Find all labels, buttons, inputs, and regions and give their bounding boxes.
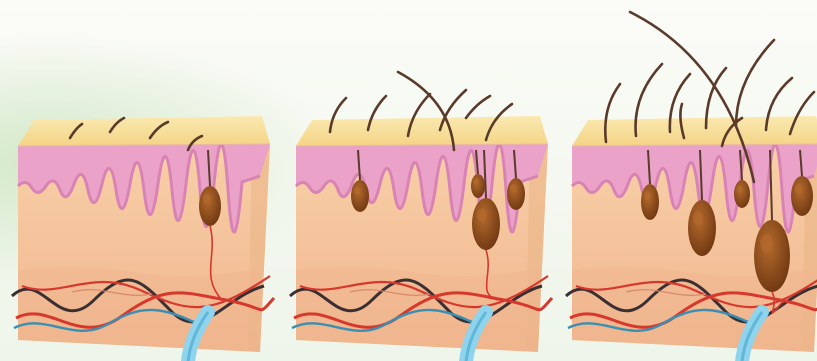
follicle-highlight <box>354 186 360 194</box>
hair-follicle <box>688 200 716 256</box>
follicle-highlight <box>737 186 743 193</box>
follicle-highlight <box>644 191 650 200</box>
follicle-highlight <box>693 211 703 225</box>
hair-follicle <box>641 184 659 220</box>
hair-follicle <box>754 220 790 292</box>
follicle-highlight <box>760 234 773 252</box>
follicle-highlight <box>203 194 211 204</box>
follicle-highlight <box>477 208 487 221</box>
skin-surface <box>296 116 548 146</box>
hair-follicle <box>199 186 221 226</box>
hair-follicle <box>791 176 813 216</box>
hair-follicle <box>507 178 525 210</box>
skin-block-sparse-hair <box>12 116 274 361</box>
follicle-highlight <box>473 179 478 185</box>
follicle-highlight <box>795 184 803 194</box>
hair-follicle <box>734 180 750 208</box>
skin-surface <box>18 116 270 146</box>
follicle-highlight <box>510 184 516 192</box>
hair-follicle <box>351 180 369 212</box>
hair-follicle <box>472 198 500 250</box>
hair-follicle <box>471 174 485 198</box>
skin-surface <box>572 116 817 146</box>
